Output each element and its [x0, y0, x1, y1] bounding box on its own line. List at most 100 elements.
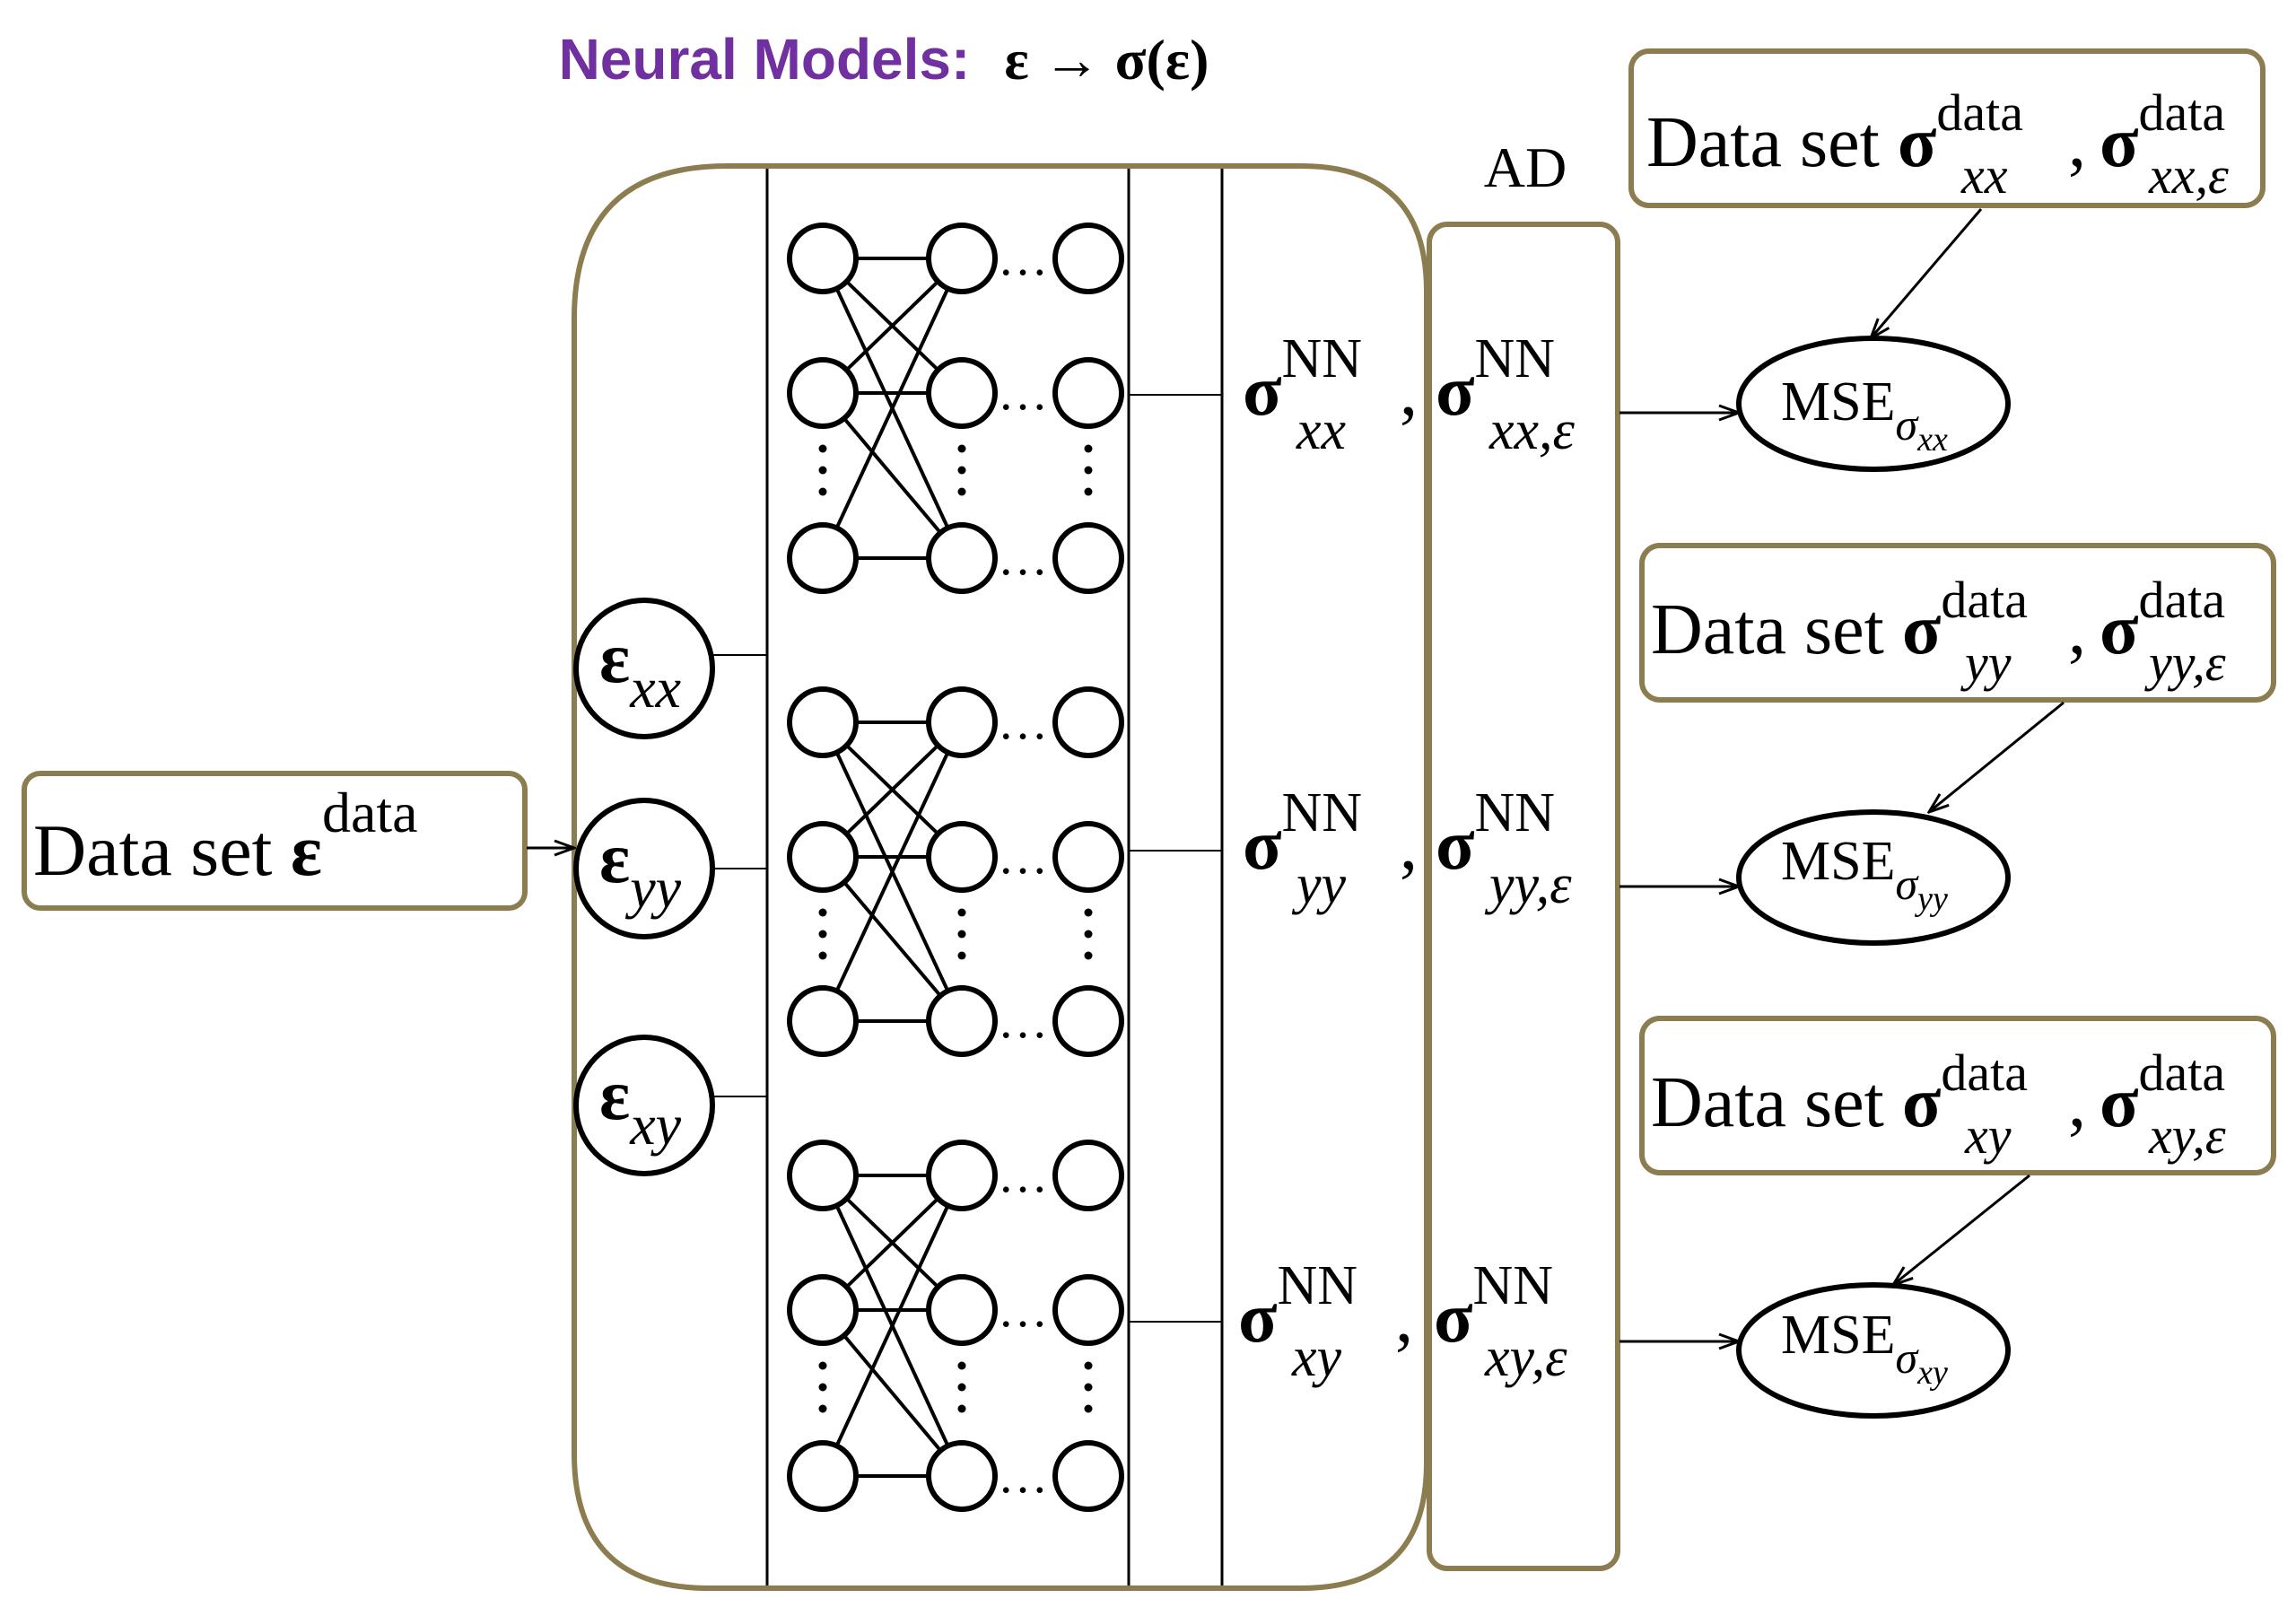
network-neuron	[787, 821, 859, 893]
input-dataset-sup: data	[322, 781, 418, 844]
ad-label: AD	[1484, 135, 1567, 199]
title-formula: ε → σ(ε)	[1004, 28, 1209, 92]
mse-xx: MSEσxx	[1736, 336, 2011, 472]
input-node-exy: εxy	[573, 1035, 715, 1176]
svg-text:MSEσxx: MSEσxx	[1781, 371, 1948, 459]
network-neuron	[926, 1140, 998, 1211]
network-neuron	[926, 1274, 998, 1346]
vertical-ellipsis-dot	[818, 466, 827, 475]
network-edge	[821, 1175, 964, 1477]
network-edge	[821, 1308, 964, 1478]
vertical-ellipsis-dot	[818, 444, 827, 453]
svg-text:εxx: εxx	[599, 619, 681, 720]
network-neuron	[787, 985, 859, 1057]
vertical-ellipsis-dot	[957, 908, 966, 917]
vertical-ellipsis-dot	[957, 1361, 966, 1370]
network-ellipsis: …	[998, 829, 1048, 885]
arrow-dataset-to-mse-yy	[1929, 701, 2065, 812]
network-block-xy: … … …	[787, 1140, 1124, 1512]
network-neuron	[1052, 1440, 1124, 1512]
input-dataset-symbol: ε	[291, 809, 322, 891]
network-neuron	[1052, 985, 1124, 1057]
network-neuron	[1052, 821, 1124, 893]
mse-xy: MSEσxy	[1736, 1282, 2011, 1419]
vertical-ellipsis-dot	[818, 908, 827, 917]
network-neuron	[787, 1440, 859, 1512]
vertical-ellipsis-dot	[957, 930, 966, 939]
network-neuron	[926, 686, 998, 758]
svg-text:εxy: εxy	[599, 1056, 682, 1157]
vertical-ellipsis-dot	[818, 487, 827, 496]
vertical-ellipsis-dot	[1084, 1383, 1093, 1392]
network-neuron	[1052, 1140, 1124, 1211]
network-edge	[821, 721, 964, 1022]
network-neuron	[787, 686, 859, 758]
network-block-xx: … … …	[787, 223, 1124, 594]
network-neuron	[926, 223, 998, 294]
network-ellipsis: …	[998, 1282, 1048, 1338]
input-dataset-prefix: Data set	[33, 809, 291, 891]
network-neuron	[1052, 1274, 1124, 1346]
vertical-ellipsis-dot	[957, 951, 966, 960]
vertical-ellipsis-dot	[818, 930, 827, 939]
network-neuron	[787, 223, 859, 294]
arrow-dataset-to-mse-xy	[1893, 1174, 2030, 1285]
vertical-ellipsis-dot	[1084, 1404, 1093, 1413]
svg-text:MSEσyy: MSEσyy	[1781, 831, 1948, 918]
ad-box	[1427, 222, 1620, 1571]
input-dataset-box: Data set εdata	[22, 771, 528, 911]
input-node-exx: εxx	[573, 598, 715, 739]
network-ellipsis: …	[998, 993, 1048, 1049]
neural-models-container	[572, 163, 1429, 1591]
diagram-title: Neural Models: ε → σ(ε)	[559, 27, 1209, 92]
vertical-ellipsis-dot	[818, 1404, 827, 1413]
network-neuron	[787, 357, 859, 429]
network-neuron	[926, 821, 998, 893]
network-neuron	[787, 1140, 859, 1211]
vertical-ellipsis-dot	[957, 1404, 966, 1413]
network-ellipsis: …	[998, 1148, 1048, 1203]
vertical-ellipsis-dot	[818, 1383, 827, 1392]
vertical-ellipsis-dot	[1084, 487, 1093, 496]
network-edge	[821, 258, 964, 559]
vertical-ellipsis-dot	[1084, 951, 1093, 960]
network-neuron	[926, 1440, 998, 1512]
network-ellipsis: …	[998, 365, 1048, 421]
svg-text:εyy: εyy	[599, 819, 682, 920]
network-ellipsis: …	[998, 1448, 1048, 1504]
title-label: Neural Models:	[559, 27, 971, 92]
network-neuron	[787, 1274, 859, 1346]
network-ellipsis: …	[998, 530, 1048, 586]
network-neuron	[926, 522, 998, 594]
vertical-ellipsis-dot	[1084, 444, 1093, 453]
network-edge	[821, 391, 964, 560]
vertical-ellipsis-dot	[1084, 1361, 1093, 1370]
network-neuron	[926, 985, 998, 1057]
vertical-ellipsis-dot	[1084, 930, 1093, 939]
network-ellipsis: …	[998, 231, 1048, 286]
mse-yy: MSEσyy	[1736, 809, 2011, 946]
vertical-ellipsis-dot	[818, 1361, 827, 1370]
arrow-dataset-to-mse-xx	[1871, 208, 1983, 338]
vertical-ellipsis-dot	[957, 1383, 966, 1392]
network-neuron	[1052, 522, 1124, 594]
network-neuron	[787, 522, 859, 594]
vertical-ellipsis-dot	[1084, 466, 1093, 475]
network-neuron	[926, 357, 998, 429]
network-neuron	[1052, 357, 1124, 429]
input-node-eyy: εyy	[573, 798, 715, 939]
vertical-ellipsis-dot	[818, 951, 827, 960]
hidden-networks: … … … … … … … … …	[787, 223, 1124, 1512]
svg-text:MSEσxy: MSEσxy	[1781, 1305, 1948, 1392]
vertical-ellipsis-dot	[1084, 908, 1093, 917]
network-ellipsis: …	[998, 694, 1048, 750]
network-neuron	[1052, 223, 1124, 294]
